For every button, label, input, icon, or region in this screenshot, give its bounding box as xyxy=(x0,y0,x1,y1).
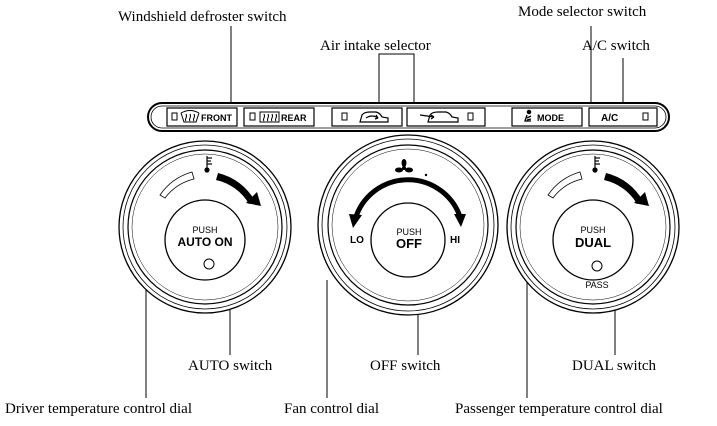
airflow-mode-icon xyxy=(524,109,532,122)
fresh-air-icon xyxy=(419,111,459,123)
front-defrost-label: FRONT xyxy=(201,113,232,123)
ac-switch-label: A/C switch xyxy=(582,38,650,54)
indicator-light xyxy=(203,258,215,270)
indicator-light xyxy=(591,260,603,272)
recirculate-air-icon xyxy=(359,111,389,123)
fresh-air-button[interactable] xyxy=(406,107,486,127)
dual-button[interactable] xyxy=(552,199,634,281)
fan-lo-label: LO xyxy=(350,235,364,246)
dual-label: DUAL xyxy=(575,235,611,250)
air-intake-selector-label: Air intake selector xyxy=(320,38,431,54)
dual-switch-label: DUAL switch xyxy=(572,358,657,374)
rear-defrost-icon xyxy=(259,111,280,123)
thermometer-icon xyxy=(592,156,600,173)
off-button[interactable] xyxy=(370,202,446,278)
auto-on-button[interactable] xyxy=(164,199,246,281)
off-switch-label: OFF switch xyxy=(370,358,441,374)
fan-hi-label: HI xyxy=(450,235,460,246)
mode-button[interactable]: MODE xyxy=(511,107,583,127)
indicator-light xyxy=(249,112,256,121)
thermometer-icon xyxy=(204,156,212,173)
windshield-defrost-icon xyxy=(180,110,200,123)
driver-temperature-control-dial-label: Driver temperature control dial xyxy=(5,401,193,417)
ac-label: A/C xyxy=(601,113,618,124)
fan-control-dial-label: Fan control dial xyxy=(284,401,379,417)
indicator-light xyxy=(341,112,348,121)
indicator-light xyxy=(642,112,649,121)
indicator-light xyxy=(467,112,474,121)
passenger-temperature-control-dial-label: Passenger temperature control dial xyxy=(455,401,663,417)
rear-defrost-label: REAR xyxy=(281,113,307,123)
pass-label: PASS xyxy=(585,280,608,290)
fan-push-label: PUSH xyxy=(396,227,421,237)
mode-label: MODE xyxy=(537,113,564,123)
windshield-defroster-switch-label: Windshield defroster switch xyxy=(118,9,287,25)
recirculate-button[interactable] xyxy=(331,107,403,127)
fan-icon xyxy=(395,159,413,173)
mode-selector-switch-label: Mode selector switch xyxy=(518,4,647,20)
indicator-light xyxy=(171,112,178,121)
ac-button[interactable]: A/C xyxy=(588,107,658,127)
passenger-temperature-dial[interactable]: PUSH DUAL PASS xyxy=(506,140,680,314)
passenger-push-label: PUSH xyxy=(580,225,605,235)
driver-temperature-dial[interactable]: PUSH AUTO ON xyxy=(118,140,292,314)
driver-push-label: PUSH xyxy=(192,225,217,235)
auto-switch-label: AUTO switch xyxy=(188,358,273,374)
off-label: OFF xyxy=(396,236,422,251)
rear-defrost-button[interactable]: REAR xyxy=(243,107,315,127)
front-defrost-button[interactable]: FRONT xyxy=(166,107,238,127)
fan-control-dial[interactable]: LO HI PUSH OFF xyxy=(317,134,499,316)
auto-on-label: AUTO ON xyxy=(177,235,232,249)
